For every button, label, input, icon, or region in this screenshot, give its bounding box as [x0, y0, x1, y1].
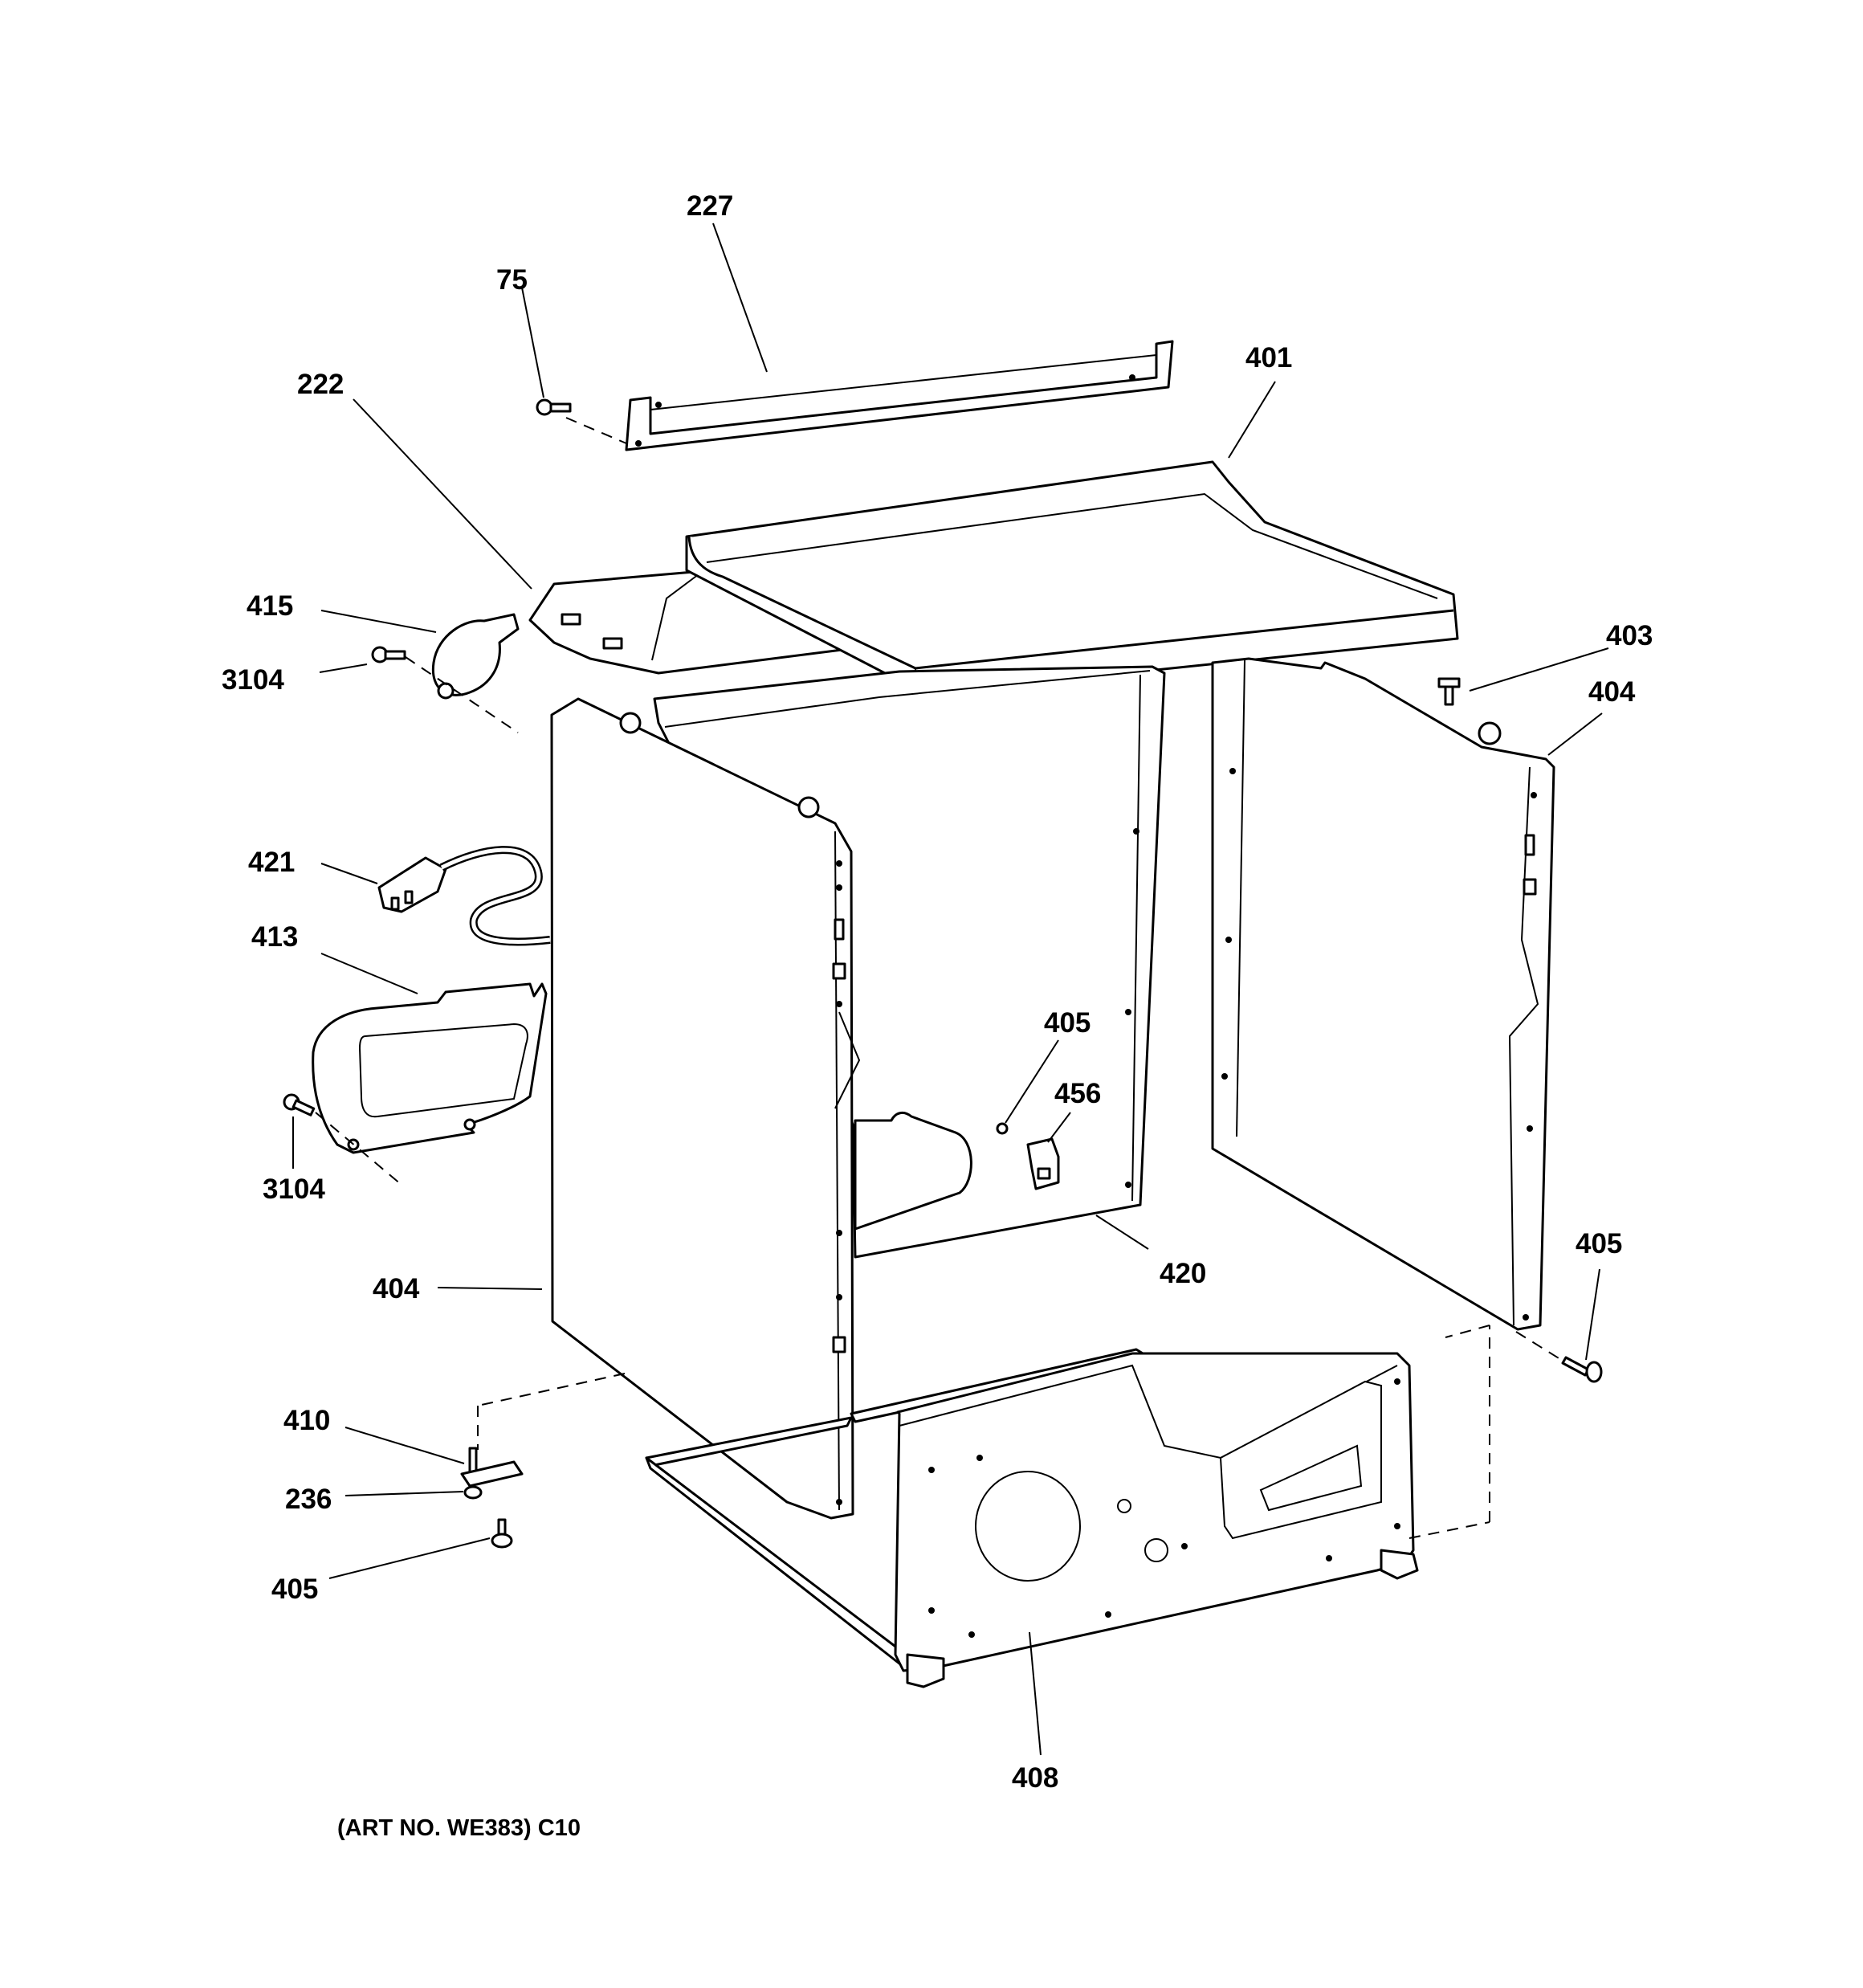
leader-lines [292, 222, 1609, 1756]
part-405-screw-right [1561, 1356, 1603, 1383]
callout-421: 421 [248, 847, 295, 878]
callout-75: 75 [496, 264, 528, 296]
part-408-base-frame [645, 1348, 1419, 1688]
callout-403: 403 [1606, 620, 1653, 651]
callout-236: 236 [285, 1484, 332, 1515]
part-236-foot [463, 1485, 483, 1500]
part-456-bracket [1026, 1137, 1060, 1190]
alignment-dashes [315, 417, 1563, 1539]
part-410-leveling-leg [460, 1447, 524, 1488]
callout-404-left: 404 [373, 1273, 420, 1304]
callout-415: 415 [247, 590, 293, 622]
part-405-screw-middle [996, 1122, 1009, 1135]
callout-405-middle: 405 [1044, 1007, 1090, 1039]
part-75-screw [536, 398, 572, 416]
callout-404-right: 404 [1588, 676, 1636, 708]
part-401-top-cover [685, 460, 1459, 696]
callout-3104-upper: 3104 [222, 664, 284, 696]
part-405-screw-lower-left [491, 1518, 513, 1549]
part-404-side-panel-right [1211, 657, 1555, 1331]
callout-3104-lower: 3104 [263, 1174, 325, 1205]
part-3104-screw-lower [283, 1093, 316, 1116]
callout-456: 456 [1054, 1078, 1101, 1109]
callout-401: 401 [1245, 342, 1292, 374]
callout-labels: 227 75 401 222 415 3104 403 404 421 413 … [222, 190, 1653, 1794]
part-421-power-cord [377, 846, 551, 946]
part-415-round-cover [431, 613, 520, 700]
art-number-caption: (ART NO. WE383) C10 [337, 1815, 581, 1841]
part-227-top-rail [625, 340, 1174, 451]
callout-222: 222 [297, 369, 344, 400]
part-404-side-panel-left [550, 697, 861, 1520]
callout-413: 413 [251, 921, 298, 953]
callout-405-right: 405 [1576, 1228, 1622, 1259]
callout-227: 227 [687, 190, 733, 222]
part-413-access-cover [312, 982, 548, 1154]
callout-408: 408 [1012, 1762, 1058, 1794]
callout-420: 420 [1160, 1258, 1206, 1289]
callout-410: 410 [283, 1405, 330, 1436]
part-403-screw [1437, 677, 1461, 706]
part-3104-screw-upper [371, 646, 406, 663]
callout-405-lower-left: 405 [271, 1574, 318, 1605]
